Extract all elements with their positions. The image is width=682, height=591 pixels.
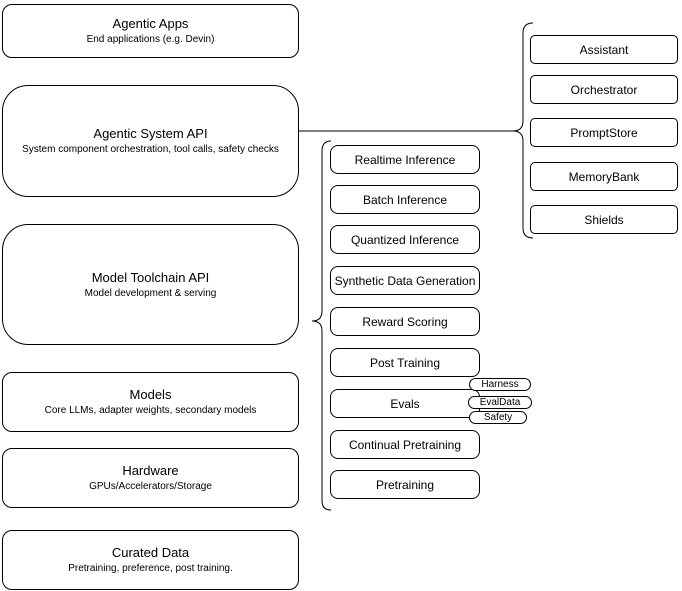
node-title: Models: [129, 387, 172, 402]
toolchain-item-batch-inference: Batch Inference: [330, 185, 480, 214]
system-item-orchestrator: Orchestrator: [530, 75, 678, 104]
toolchain-bracket: [311, 140, 332, 511]
eval-tag-label: Harness: [481, 379, 519, 390]
toolchain-item-synthetic-data-generation: Synthetic Data Generation: [330, 266, 480, 295]
eval-tag-harness: Harness: [469, 378, 531, 391]
toolchain-item-label: Post Training: [369, 355, 441, 370]
system-item-label: MemoryBank: [568, 169, 640, 184]
node-agentic-apps: Agentic Apps End applications (e.g. Devi…: [2, 4, 299, 58]
toolchain-item-label: Synthetic Data Generation: [334, 273, 476, 288]
toolchain-item-label: Quantized Inference: [350, 232, 460, 247]
node-subtitle: GPUs/Accelerators/Storage: [89, 481, 212, 492]
node-title: Hardware: [122, 463, 179, 478]
node-title: Model Toolchain API: [91, 269, 210, 285]
toolchain-item-evals: Evals: [330, 389, 480, 418]
toolchain-item-label: Batch Inference: [362, 192, 448, 207]
toolchain-item-realtime-inference: Realtime Inference: [330, 145, 480, 174]
node-subtitle: Core LLMs, adapter weights, secondary mo…: [44, 405, 257, 416]
node-subtitle: Model development & serving: [84, 287, 217, 299]
toolchain-item-continual-pretraining: Continual Pretraining: [330, 430, 480, 459]
node-subtitle: End applications (e.g. Devin): [86, 34, 215, 45]
toolchain-item-label: Pretraining: [375, 477, 435, 492]
toolchain-item-post-training: Post Training: [330, 348, 480, 377]
system-item-label: Assistant: [579, 42, 629, 57]
toolchain-item-pretraining: Pretraining: [330, 470, 480, 499]
eval-tag-label: EvalData: [479, 397, 521, 408]
node-agentic-system-api: Agentic System API System component orch…: [2, 85, 299, 197]
node-hardware: Hardware GPUs/Accelerators/Storage: [2, 448, 299, 508]
system-item-label: Orchestrator: [570, 82, 638, 97]
node-models: Models Core LLMs, adapter weights, secon…: [2, 372, 299, 432]
toolchain-item-label: Realtime Inference: [354, 152, 456, 167]
toolchain-item-label: Continual Pretraining: [348, 437, 462, 452]
system-item-label: PromptStore: [570, 125, 638, 140]
eval-tag-safety: Safety: [469, 411, 527, 424]
node-model-toolchain-api: Model Toolchain API Model development & …: [2, 224, 299, 345]
node-subtitle: Pretraining, preference, post training.: [68, 563, 233, 574]
eval-tag-label: Safety: [483, 412, 513, 423]
eval-tag-evaldata: EvalData: [468, 396, 532, 409]
node-title: Agentic System API: [93, 126, 208, 141]
system-item-shields: Shields: [530, 205, 678, 234]
toolchain-item-quantized-inference: Quantized Inference: [330, 225, 480, 254]
toolchain-item-reward-scoring: Reward Scoring: [330, 307, 480, 336]
system-item-label: Shields: [584, 212, 624, 227]
system-item-memorybank: MemoryBank: [530, 162, 678, 191]
node-curated-data: Curated Data Pretraining, preference, po…: [2, 530, 299, 590]
system-item-assistant: Assistant: [530, 35, 678, 64]
system-item-promptstore: PromptStore: [530, 118, 678, 147]
toolchain-item-label: Evals: [390, 396, 420, 411]
node-subtitle: System component orchestration, tool cal…: [22, 144, 279, 155]
toolchain-item-label: Reward Scoring: [362, 314, 448, 329]
node-title: Agentic Apps: [112, 16, 189, 31]
node-title: Curated Data: [111, 545, 190, 560]
